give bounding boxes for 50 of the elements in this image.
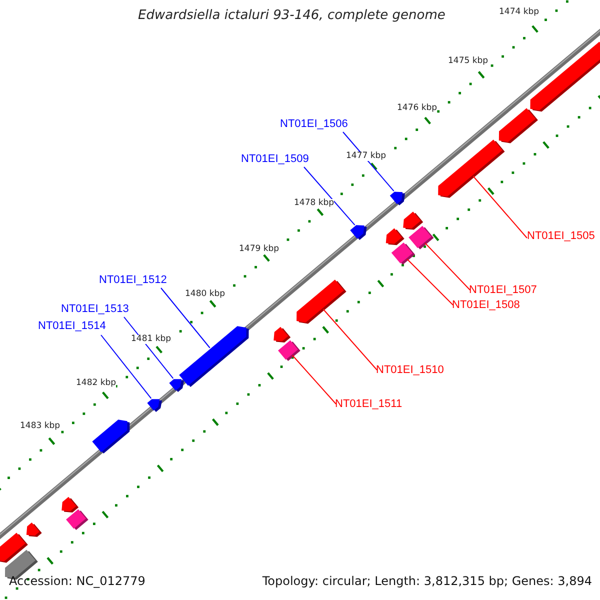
- leader-line: [304, 166, 356, 226]
- gene-block: [408, 226, 434, 250]
- scale-label: 1480 kbp: [185, 290, 226, 298]
- genome-info-text: Topology: circular; Length: 3,812,315 bp; Genes: 3,894: [262, 575, 592, 587]
- gene-segment: [169, 379, 184, 392]
- gene-label: NT01EI_1508: [452, 300, 520, 311]
- leader-line: [424, 242, 470, 290]
- gene-segment: [26, 522, 42, 537]
- gene-segment: [62, 496, 79, 512]
- gene-segment: [92, 420, 130, 454]
- gene-label: NT01EI_1506: [280, 119, 348, 130]
- gene-block: [66, 509, 88, 530]
- gene-label: NT01EI_1510: [376, 365, 444, 376]
- leader-line: [100, 334, 152, 399]
- diagram-title: Edwardsiella ictaluri 93-146, complete genome: [138, 9, 446, 22]
- leader-line: [472, 176, 528, 238]
- gene-label: NT01EI_1509: [241, 154, 309, 165]
- scale-label: 1476 kbp: [397, 104, 438, 112]
- gene-label: NT01EI_1512: [99, 275, 167, 286]
- gene-segment: [386, 228, 404, 246]
- gene-label: NT01EI_1511: [335, 399, 402, 410]
- gene-block: [278, 340, 300, 361]
- gene-label: NT01EI_1507: [469, 285, 537, 296]
- gene-label: NT01EI_1505: [527, 231, 595, 242]
- scale-label: 1483 kbp: [20, 422, 60, 430]
- leader-line: [292, 354, 336, 404]
- gene-label: NT01EI_1513: [61, 304, 129, 315]
- gene-segment: [179, 326, 249, 387]
- leader-line: [322, 308, 378, 370]
- leader-line: [406, 258, 454, 306]
- scale-label: 1477 kbp: [346, 152, 386, 160]
- gene-segment: [530, 42, 600, 112]
- scale-label: 1474 kbp: [499, 8, 540, 16]
- scale-label: 1475 kbp: [448, 57, 488, 66]
- accession-text: Accession: NC_012779: [9, 575, 146, 587]
- scale-label: 1481 kbp: [131, 335, 172, 344]
- gene-block: [391, 242, 415, 265]
- gene-segment: [498, 108, 538, 144]
- gene-segment: [274, 326, 291, 342]
- scale-label: 1479 kbp: [239, 245, 280, 254]
- scale-label: 1478 kbp: [294, 199, 334, 208]
- gene-segment: [350, 225, 367, 240]
- gene-segment: [390, 192, 405, 206]
- leader-line: [160, 288, 210, 348]
- gene-segment: [438, 140, 505, 198]
- gene-label: NT01EI_1514: [38, 321, 106, 332]
- gene-segment: [403, 212, 424, 230]
- scale-label: 1482 kbp: [76, 379, 116, 388]
- gene-segment: [296, 280, 346, 324]
- gene-segment: [147, 399, 162, 412]
